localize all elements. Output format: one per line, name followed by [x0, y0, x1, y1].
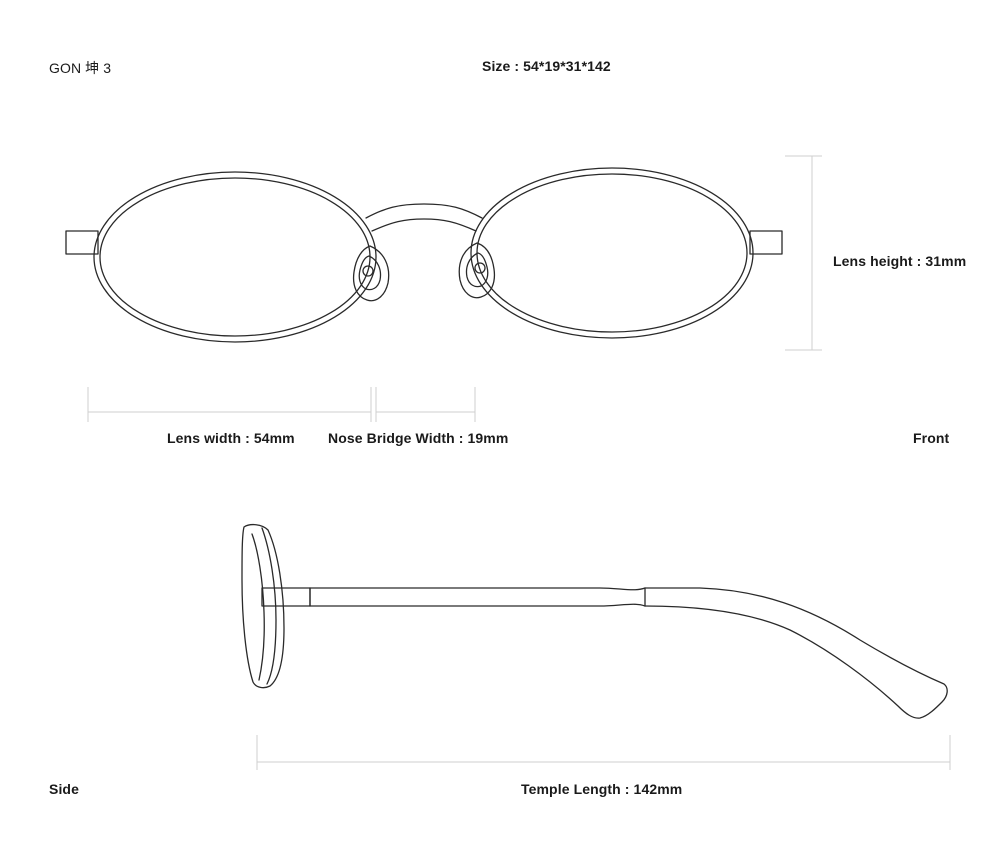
side-lens-outer — [241, 523, 285, 689]
side-hinge — [261, 587, 311, 607]
left-lens-outer-rim — [93, 171, 377, 343]
nose-bridge-width-label: Nose Bridge Width : 19mm — [328, 430, 509, 446]
right-lens-inner-rim — [476, 173, 748, 333]
model-name: GON 坤 3 — [49, 60, 112, 76]
front-view-label: Front — [913, 430, 950, 446]
side-lens-edge — [261, 527, 277, 685]
lens-height-label: Lens height : 31mm — [833, 253, 967, 269]
left-hinge — [65, 230, 99, 255]
front-view-drawing — [65, 167, 783, 343]
side-view-label: Side — [49, 781, 79, 797]
left-lens-inner-rim — [99, 177, 371, 337]
right-nose-pad — [458, 242, 496, 299]
side-lens-inner — [251, 533, 265, 681]
right-lens-outer-rim — [470, 167, 754, 339]
bridge-bottom — [371, 218, 477, 232]
temple-length-label: Temple Length : 142mm — [521, 781, 683, 797]
bridge-top — [365, 203, 483, 219]
temple-arm-bottom — [309, 603, 646, 607]
left-nose-pad — [352, 245, 390, 302]
dimension-lines — [87, 155, 951, 770]
lens-width-label: Lens width : 54mm — [167, 430, 295, 446]
size-spec: Size : 54*19*31*142 — [482, 58, 611, 74]
right-hinge — [749, 230, 783, 255]
side-view-drawing — [241, 523, 948, 719]
temple-tip — [644, 587, 948, 719]
temple-arm-top — [309, 587, 646, 591]
